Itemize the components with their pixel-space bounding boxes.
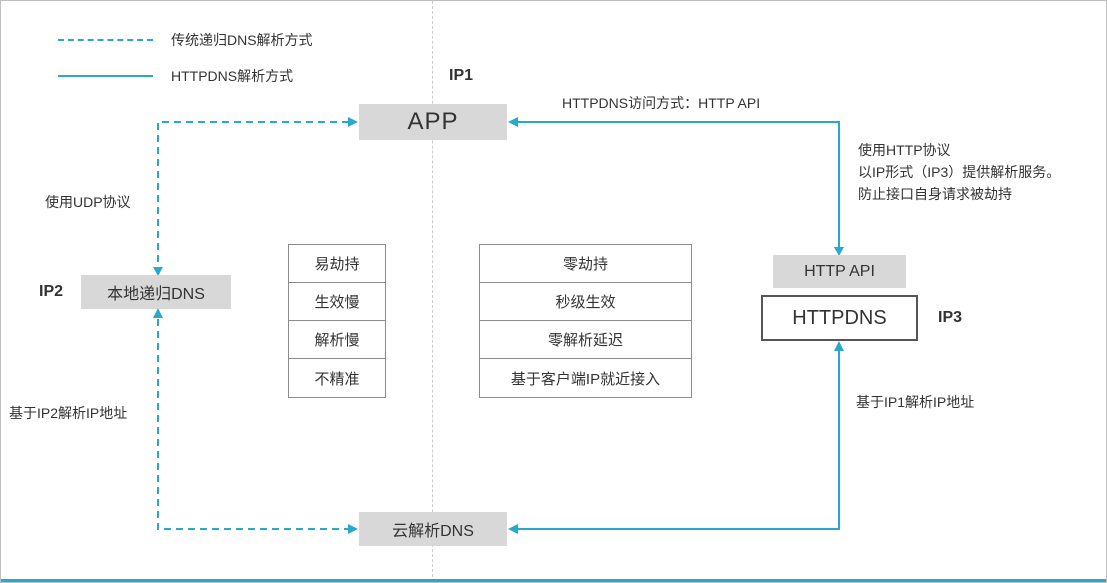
legend-row-traditional: 传统递归DNS解析方式 — [58, 29, 313, 51]
note-http-desc-line3: 防止接口自身请求被劫持 — [858, 186, 1012, 202]
arrowhead-into-localdns-bottom — [153, 308, 163, 318]
solid-path-app-httpapi — [517, 121, 840, 247]
node-cloud-dns: 云解析DNS — [359, 512, 507, 546]
ip2-label: IP2 — [39, 283, 64, 300]
dashed-line-icon — [58, 39, 153, 41]
node-http-api: HTTP API — [773, 255, 906, 288]
table-cell: 生效慢 — [289, 283, 385, 321]
center-divider-line — [432, 1, 433, 582]
arrowhead-into-httpdns-bottom — [834, 341, 844, 351]
table-cell: 不精准 — [314, 370, 360, 388]
table-cell: 零劫持 — [480, 245, 691, 283]
note-http-desc-line2: 以IP形式（IP3）提供解析服务。 — [858, 164, 1061, 180]
table-traditional-drawbacks: 易劫持 生效慢 解析慢 不精准 — [288, 244, 386, 398]
legend-label-traditional: 传统递归DNS解析方式 — [171, 32, 313, 48]
note-httpdns-access-method: HTTPDNS访问方式：HTTP API — [562, 95, 761, 111]
table-cell: 基于客户端IP就近接入 — [510, 370, 661, 388]
ip3-label: IP3 — [938, 309, 963, 326]
table-cell: 秒级生效 — [480, 283, 691, 321]
note-http-desc-line1: 使用HTTP协议 — [858, 142, 951, 158]
table-httpdns-benefits: 零劫持 秒级生效 零解析延迟 基于客户端IP就近接入 — [479, 244, 692, 398]
node-httpdns: HTTPDNS — [761, 295, 918, 341]
bottom-accent-line — [1, 579, 1106, 582]
arrowhead-into-app-right — [508, 117, 518, 127]
note-http-protocol-description: 使用HTTP协议 以IP形式（IP3）提供解析服务。 防止接口自身请求被劫持 — [858, 139, 1060, 205]
arrowhead-into-clouddns-left — [348, 524, 358, 534]
legend-row-httpdns: HTTPDNS解析方式 — [58, 65, 313, 87]
note-udp-protocol: 使用UDP协议 — [45, 194, 131, 210]
note-resolve-by-ip1: 基于IP1解析IP地址 — [856, 394, 975, 410]
table-cell: 解析慢 — [289, 321, 385, 359]
node-local-recursive-dns: 本地递归DNS — [81, 275, 231, 309]
solid-line-icon — [58, 75, 153, 77]
legend: 传统递归DNS解析方式 HTTPDNS解析方式 — [58, 29, 313, 101]
note-resolve-by-ip2: 基于IP2解析IP地址 — [9, 405, 128, 421]
ip1-label: IP1 — [449, 67, 474, 84]
node-app: APP — [359, 104, 507, 140]
arrowhead-into-clouddns-right — [508, 524, 518, 534]
table-cell: 易劫持 — [289, 245, 385, 283]
table-cell: 零解析延迟 — [480, 321, 691, 359]
legend-label-httpdns: HTTPDNS解析方式 — [171, 68, 294, 84]
arrowhead-into-app-left — [348, 117, 358, 127]
